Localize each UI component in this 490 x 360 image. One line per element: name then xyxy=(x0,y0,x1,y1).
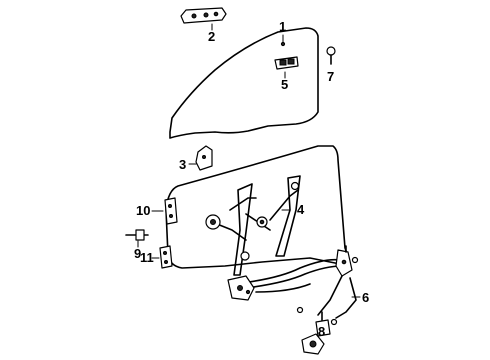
part-7-fastener xyxy=(326,46,336,65)
part-11-hinge xyxy=(159,245,173,269)
callout-2: 2 xyxy=(208,29,215,44)
part-3-bracket xyxy=(195,145,213,171)
part-10-hinge xyxy=(164,197,178,225)
callout-10: 10 xyxy=(136,203,150,218)
part-5-clip xyxy=(274,56,299,70)
part-4-regulator xyxy=(205,175,301,276)
callout-4: 4 xyxy=(297,202,305,217)
callout-7: 7 xyxy=(327,69,334,84)
part-6-latch-linkage xyxy=(227,245,359,326)
callout-5: 5 xyxy=(281,77,288,92)
callout-1: 1 xyxy=(279,19,286,34)
leader-1-dot xyxy=(280,41,286,47)
part-8-lock-cylinder xyxy=(301,311,331,355)
callout-3: 3 xyxy=(179,157,186,172)
part-1-door-glass xyxy=(169,27,319,139)
callout-6: 6 xyxy=(362,290,369,305)
callout-9: 9 xyxy=(134,246,141,261)
part-2-bracket xyxy=(180,7,227,24)
part-9-bolt xyxy=(125,229,149,241)
callout-8: 8 xyxy=(318,324,325,339)
callout-11: 11 xyxy=(140,250,154,265)
